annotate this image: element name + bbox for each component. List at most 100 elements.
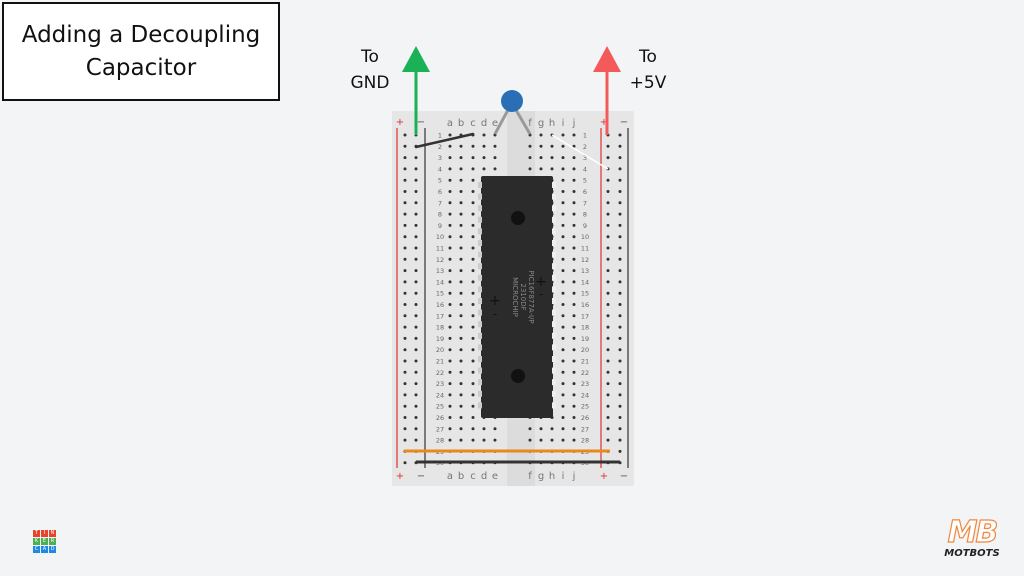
hole xyxy=(414,280,418,284)
hole xyxy=(448,348,452,352)
hole xyxy=(403,223,407,227)
hole xyxy=(572,404,576,408)
hole xyxy=(618,269,622,273)
gnd-jumper-wire xyxy=(414,132,475,149)
hole xyxy=(618,449,622,453)
hole xyxy=(403,404,407,408)
hole xyxy=(414,212,418,216)
row-number: 3 xyxy=(583,154,587,162)
motbots-logo: MB MOTBOTS xyxy=(944,517,1000,560)
hole xyxy=(403,382,407,386)
tinkercad-letter: I xyxy=(41,530,48,537)
hole xyxy=(403,438,407,442)
tinkercad-letter: C xyxy=(33,546,40,553)
hole xyxy=(403,461,407,465)
hole xyxy=(459,144,463,148)
hole xyxy=(539,144,543,148)
gnd-label-to: To xyxy=(361,47,379,67)
hole xyxy=(471,438,475,442)
hole xyxy=(471,393,475,397)
hole xyxy=(471,178,475,182)
hole xyxy=(493,427,497,431)
hole xyxy=(606,416,610,419)
row-number: 13 xyxy=(436,267,444,275)
hole xyxy=(539,427,543,431)
hole xyxy=(414,382,418,386)
hole xyxy=(448,212,452,216)
hole xyxy=(606,246,610,250)
row-number: 28 xyxy=(436,437,444,445)
hole xyxy=(403,370,407,374)
chip-pin xyxy=(552,263,556,270)
chip-pin xyxy=(478,379,482,386)
hole xyxy=(561,336,565,340)
hole xyxy=(606,314,610,318)
tinkercad-letter: R xyxy=(49,538,56,545)
gnd-arrow-head xyxy=(402,46,430,72)
hole xyxy=(459,370,463,374)
hole xyxy=(561,404,565,408)
hole xyxy=(471,156,475,160)
hole xyxy=(561,438,565,442)
hole xyxy=(403,314,407,318)
hole xyxy=(471,325,475,329)
hole xyxy=(618,178,622,182)
hole xyxy=(448,223,452,227)
row-number: 16 xyxy=(436,301,444,309)
hole xyxy=(572,257,576,261)
hole xyxy=(471,427,475,431)
row-number: 28 xyxy=(581,437,589,445)
hole xyxy=(403,348,407,352)
chip-pin xyxy=(478,390,482,397)
hole xyxy=(448,427,452,431)
hole xyxy=(561,269,565,273)
row-number: 23 xyxy=(581,380,589,388)
hole xyxy=(561,167,565,171)
chip-pin xyxy=(552,356,556,362)
row-number: 4 xyxy=(583,165,587,173)
row-number: 26 xyxy=(436,414,444,422)
row-number: 7 xyxy=(438,199,442,207)
row-number: 9 xyxy=(583,222,587,230)
hole xyxy=(572,178,576,182)
hole xyxy=(459,223,463,227)
column-label: e xyxy=(492,471,498,482)
column-label: i xyxy=(562,118,565,129)
hole xyxy=(471,223,475,227)
hole xyxy=(572,201,576,205)
hole xyxy=(403,427,407,431)
hole xyxy=(606,325,610,329)
hole xyxy=(414,325,418,329)
hole xyxy=(403,336,407,340)
polarity-minus: - xyxy=(539,287,543,301)
row-number: 14 xyxy=(581,278,589,286)
hole xyxy=(482,438,486,442)
chip-pin xyxy=(552,205,556,212)
hole xyxy=(459,190,463,193)
row-number: 8 xyxy=(583,211,587,219)
column-label: f xyxy=(528,118,532,129)
hole xyxy=(459,178,463,182)
row-number: 17 xyxy=(581,312,589,320)
row-number: 16 xyxy=(581,301,589,309)
hole xyxy=(459,336,463,340)
hole xyxy=(561,144,565,148)
chip-pin xyxy=(478,332,482,339)
chip-pin xyxy=(552,193,556,200)
hole xyxy=(606,438,610,442)
hole xyxy=(459,427,463,431)
hole xyxy=(403,156,407,160)
hole xyxy=(618,156,622,160)
chip-pin xyxy=(478,321,482,328)
hole xyxy=(414,201,418,205)
chip-pin xyxy=(552,240,556,246)
polarity-plus: + xyxy=(489,293,501,309)
hole xyxy=(482,133,486,137)
hole xyxy=(572,246,576,250)
hole xyxy=(471,404,475,408)
capacitor-leg xyxy=(514,109,532,135)
hole xyxy=(528,144,532,148)
hole xyxy=(448,201,452,205)
chip-pin xyxy=(478,251,482,258)
